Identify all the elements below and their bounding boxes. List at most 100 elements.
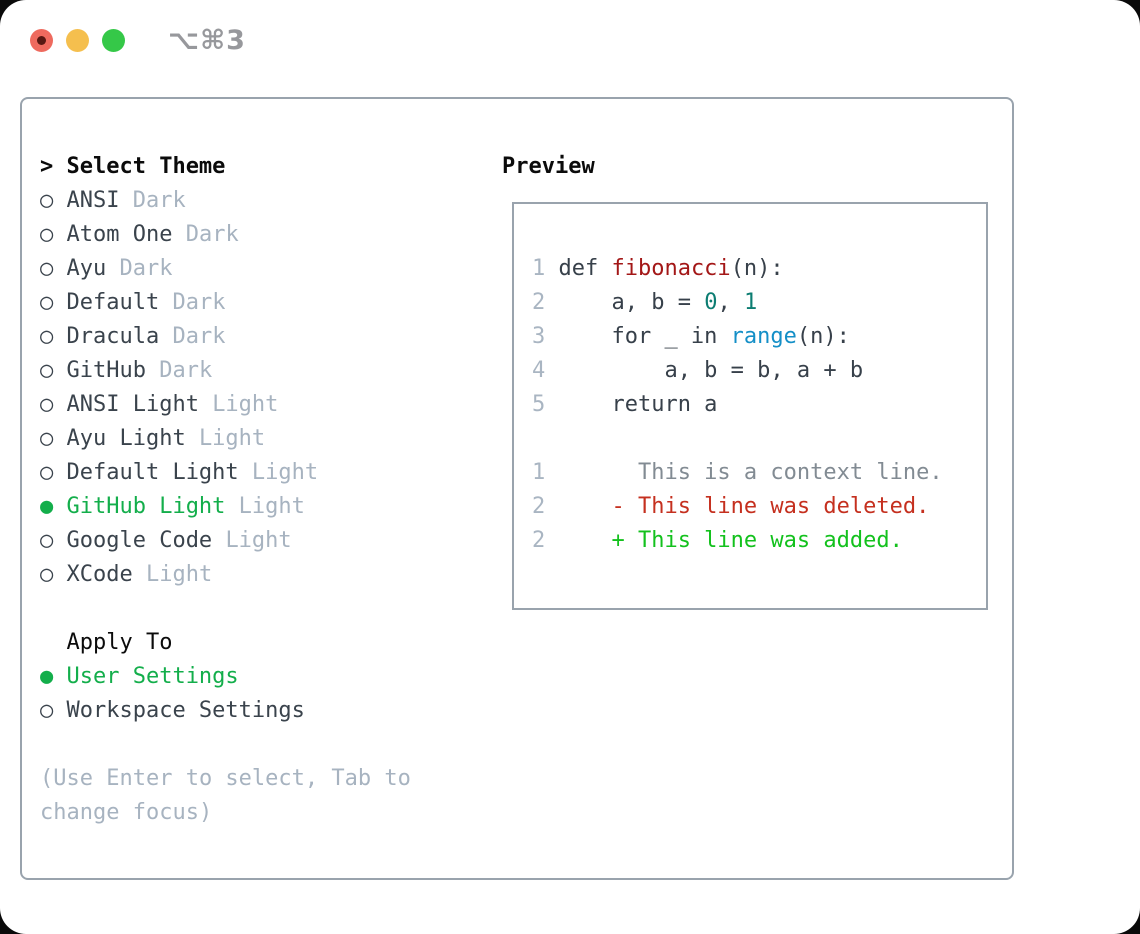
apply-option-label: User Settings [66, 664, 239, 689]
code-line-for: 3 for _ in range(n): [532, 320, 943, 354]
diff-deleted-line: 2 - This line was deleted. [532, 490, 943, 524]
line-number: 3 [532, 324, 546, 349]
theme-item-ansi-dark[interactable]: ○ ANSI Dark [40, 184, 411, 218]
theme-item-variant: Dark [132, 188, 186, 213]
theme-picker-panel: >Select Theme ○ ANSI Dark ○ Atom One Dark ○ A… [20, 97, 1014, 880]
code-line-def: 1 def fibonacci(n): [532, 252, 943, 286]
theme-item-ayu-light-light[interactable]: ○ Ayu Light Light [40, 422, 411, 456]
theme-item-google-code-light[interactable]: ○Google Code Light [40, 524, 411, 558]
code-segment: , [717, 290, 744, 315]
theme-item-github-dark[interactable]: ○ GitHub Dark [40, 354, 411, 388]
code-segment: This is a context line. [558, 460, 943, 485]
theme-item-variant: Dark [159, 358, 213, 383]
code-segment: a, b = [558, 290, 705, 315]
spacer-row [40, 592, 411, 626]
theme-item-default-light-light[interactable]: ○Default Light Light [40, 456, 411, 490]
radio-unselected-icon: ○ [40, 324, 54, 349]
theme-item-name: GitHub [66, 358, 160, 383]
theme-item-variant: Dark [185, 222, 239, 247]
theme-item-variant: Dark [172, 290, 226, 315]
theme-picker-left-column: >Select Theme ○ ANSI Dark ○ Atom One Dark ○ A… [40, 150, 411, 830]
radio-unselected-icon: ○ [40, 358, 54, 383]
line-number: 2 [532, 494, 546, 519]
help-text: (Use Enter to select, Tab to change focus… [40, 762, 411, 830]
preview-header-label: Preview [502, 154, 595, 179]
theme-item-variant: Light [212, 392, 279, 417]
apply-to-list: ● User Settings ○ Workspace Settings [40, 660, 411, 728]
code-segment: def [558, 256, 612, 281]
radio-selected-icon: ● [40, 664, 54, 689]
theme-item-dracula-dark[interactable]: ○ Dracula Dark [40, 320, 411, 354]
code-segment: return a [558, 392, 718, 417]
radio-unselected-icon: ○ [40, 426, 54, 451]
code-segment: for _ in [558, 324, 731, 349]
code-line-swap: 4 a, b = b, a + b [532, 354, 943, 388]
radio-unselected-icon: ○ [40, 290, 54, 315]
theme-item-name: ANSI [66, 188, 133, 213]
code-segment: - This line was deleted. [558, 494, 930, 519]
line-number: 1 [532, 460, 546, 485]
radio-unselected-icon: ○ [40, 698, 54, 723]
code-segment: (n): [796, 324, 850, 349]
theme-item-name: Google Code [66, 528, 226, 553]
minimize-button[interactable] [66, 29, 89, 52]
theme-item-default-dark[interactable]: ○ Default Dark [40, 286, 411, 320]
code-segment: range [730, 324, 797, 349]
theme-item-atom-one-dark[interactable]: ○ Atom One Dark [40, 218, 411, 252]
help-text-line: change focus) [40, 800, 213, 825]
line-number: 1 [532, 256, 546, 281]
line-number: 2 [532, 290, 546, 315]
theme-item-name: XCode [66, 562, 146, 587]
theme-item-variant: Light [145, 562, 213, 587]
apply-option-label: Workspace Settings [66, 698, 305, 723]
theme-item-ayu-dark[interactable]: ○ Ayu Dark [40, 252, 411, 286]
code-segment: fibonacci [611, 256, 731, 281]
apply-to-header: Apply To [40, 626, 411, 660]
code-segment: + This line was added. [558, 528, 903, 553]
code-segment: 0 [704, 290, 718, 315]
code-line-assign: 2 a, b = 0, 1 [532, 286, 943, 320]
theme-item-variant: Dark [172, 324, 226, 349]
theme-list: ○ANSI Dark○Atom One Dark○Ayu Dark○Defaul… [40, 184, 411, 592]
window-title: ⌥⌘3 [168, 25, 246, 56]
close-button[interactable] [30, 29, 53, 52]
help-text-line: (Use Enter to select, Tab to [40, 766, 411, 791]
radio-unselected-icon: ○ [40, 222, 54, 247]
code-segment: 1 [743, 290, 758, 315]
radio-unselected-icon: ○ [40, 460, 54, 485]
apply-option-workspace-settings[interactable]: ○ Workspace Settings [40, 694, 411, 728]
theme-item-name: Atom One [66, 222, 186, 247]
theme-item-name: Dracula [66, 324, 173, 349]
radio-unselected-icon: ○ [40, 188, 54, 213]
apply-option-user-settings[interactable]: ● User Settings [40, 660, 411, 694]
theme-item-name: ANSI Light [66, 392, 213, 417]
apply-to-header-label: Apply To [66, 630, 173, 655]
theme-item-variant: Light [198, 426, 266, 451]
radio-unselected-icon: ○ [40, 392, 54, 417]
code-segment: (n): [730, 256, 784, 281]
radio-unselected-icon: ○ [40, 528, 54, 553]
theme-item-variant: Dark [119, 256, 173, 281]
theme-item-name: Ayu Light [66, 426, 199, 451]
select-theme-header-label: Select Theme [66, 154, 226, 179]
theme-item-name: Default [66, 290, 173, 315]
radio-unselected-icon: ○ [40, 256, 54, 281]
spacer-row [40, 728, 411, 762]
radio-unselected-icon: ○ [40, 562, 54, 587]
close-dot-icon [37, 36, 46, 45]
code-segment: a, b = b, a + b [558, 358, 864, 383]
theme-item-xcode-light[interactable]: ○ XCode Light [40, 558, 411, 592]
diff-context-line: 1 This is a context line. [532, 456, 943, 490]
line-number: 2 [532, 528, 546, 553]
theme-item-github-light-light[interactable]: ●GitHub Light Light [40, 490, 411, 524]
theme-item-ansi-light-light[interactable]: ○ ANSI Light Light [40, 388, 411, 422]
theme-item-variant: Light [238, 494, 305, 519]
preview-header: Preview [502, 150, 595, 184]
zoom-button[interactable] [102, 29, 125, 52]
radio-selected-icon: ● [40, 494, 54, 519]
theme-item-name: Ayu [66, 256, 120, 281]
select-theme-header: >Select Theme [40, 150, 411, 184]
